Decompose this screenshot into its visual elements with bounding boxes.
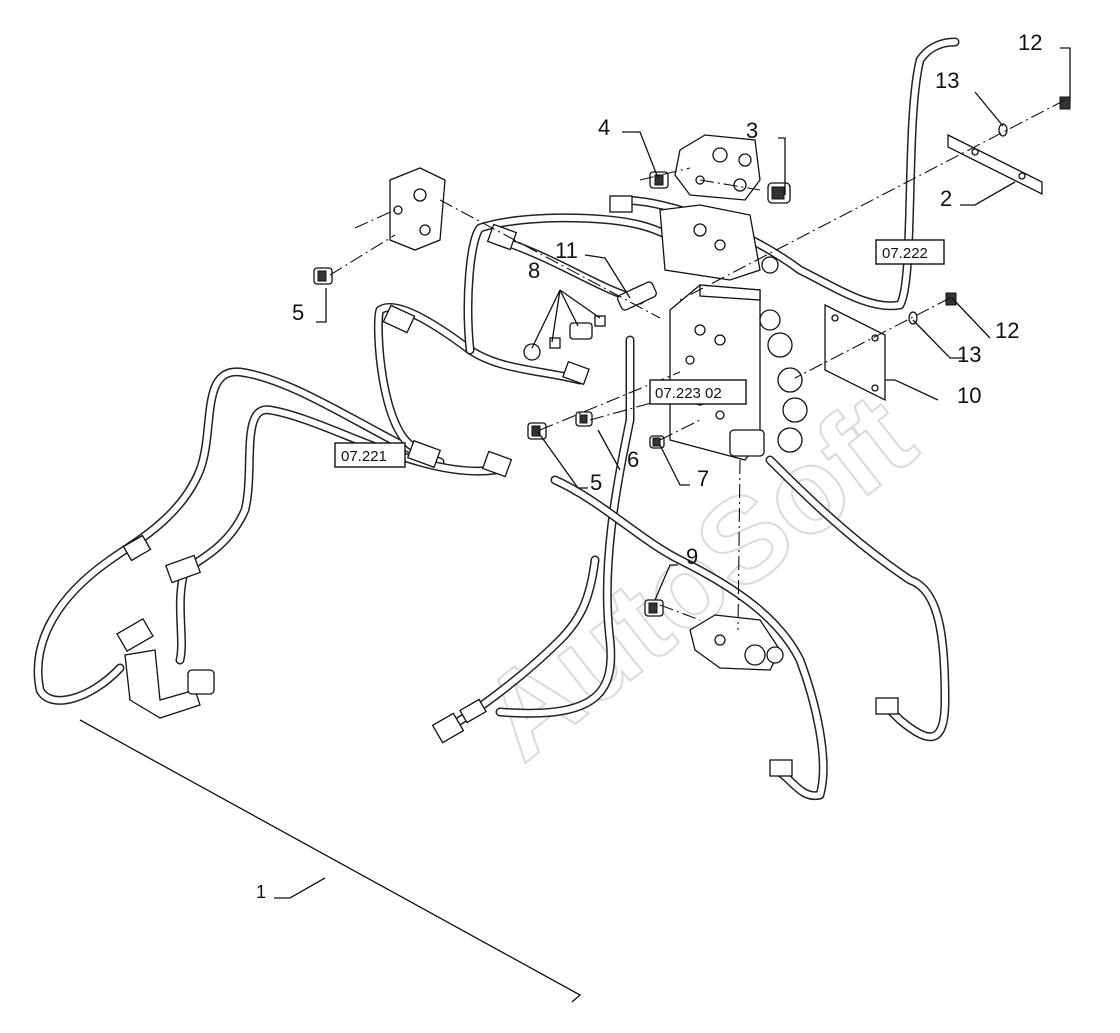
- callout-2: 2: [940, 186, 952, 211]
- pipe-upper-left: [373, 302, 585, 455]
- reference-07222-label: 07.222: [882, 245, 928, 262]
- screw-12-lower: [945, 292, 957, 306]
- top-valve: [674, 134, 761, 201]
- callout-3: 3: [746, 118, 758, 143]
- callout-10: 10: [957, 383, 981, 408]
- callout-4: 4: [598, 115, 610, 140]
- callout-5-upper: 5: [292, 300, 304, 325]
- hose-fittings: [116, 195, 899, 777]
- main-valve-block: [669, 284, 808, 461]
- callout-13-upper: 13: [935, 68, 959, 93]
- coupler-bracket: [124, 649, 215, 719]
- callout-8: 8: [528, 258, 540, 283]
- hose-left-loop: [33, 367, 445, 705]
- callout-1: 1: [256, 882, 266, 902]
- small-fittings: [313, 96, 1071, 617]
- callouts: 1 2 3 4 5 5 6 7 8 9 10 11 12 12 13 13: [256, 30, 1042, 902]
- fitting-5-upper: [313, 267, 333, 285]
- reference-0722302-label: 07.223 02: [655, 385, 722, 402]
- pipe-right-lower: [765, 455, 950, 742]
- fitting-6-7: [649, 435, 665, 449]
- reference-07221-label: 07.221: [341, 448, 387, 465]
- valve-11: [617, 281, 657, 311]
- bracket-2: [947, 133, 1043, 196]
- upper-valve-block: [659, 204, 779, 281]
- plug-3: [767, 182, 791, 204]
- callout-12-lower: 12: [995, 318, 1019, 343]
- callout-5-lower: 5: [590, 470, 602, 495]
- reference-0722302[interactable]: 07.223 02: [649, 379, 747, 405]
- reference-07222[interactable]: 07.222: [875, 239, 945, 265]
- callout-12-upper: 12: [1018, 30, 1042, 55]
- plate-10: [824, 303, 886, 402]
- callout-9: 9: [686, 544, 698, 569]
- left-valve-body: [389, 167, 446, 251]
- reference-07221[interactable]: 07.221: [334, 442, 406, 468]
- lower-valve: [689, 614, 784, 671]
- fitting-5-lower: [527, 422, 547, 440]
- fitting-9: [644, 599, 664, 617]
- callout-13-lower: 13: [957, 342, 981, 367]
- fitting-8: [523, 315, 606, 361]
- callout-7: 7: [697, 466, 709, 491]
- pipe-down-to-lower: [550, 475, 828, 801]
- fitting-5-lower-b: [575, 411, 593, 427]
- washer-13-lower: [908, 311, 918, 325]
- screw-12-upper: [1059, 96, 1071, 110]
- callout-11: 11: [555, 238, 578, 263]
- leader-lines: [79, 47, 1071, 1003]
- callout-6: 6: [627, 447, 639, 472]
- pipe-center-down: [495, 335, 635, 718]
